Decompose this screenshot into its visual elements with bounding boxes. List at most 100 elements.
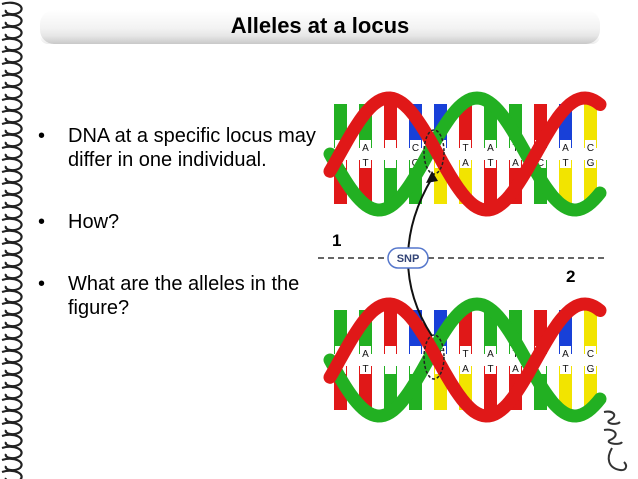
base-letter: A — [462, 364, 469, 375]
base-letter: T — [362, 364, 368, 375]
slide-title: Alleles at a locus — [230, 13, 410, 38]
spiral-coil — [1, 265, 23, 280]
bullet-list: • DNA at a specific locus may differ in … — [38, 124, 328, 320]
spiral-coil — [1, 1, 23, 16]
spiral-coil — [1, 49, 23, 64]
base-bar-bottom — [384, 366, 397, 410]
spiral-coil — [1, 193, 23, 208]
base-bar-bottom — [384, 160, 397, 204]
base-bar-top — [459, 310, 472, 354]
snp-circle-strand-1 — [423, 129, 445, 175]
base-bar-top — [459, 104, 472, 148]
base-letter: T — [562, 364, 568, 375]
base-bar-bottom — [484, 366, 497, 410]
base-label-bg — [560, 346, 571, 374]
spiral-coil — [1, 397, 23, 412]
base-letter: T — [462, 349, 468, 360]
spiral-coil — [1, 61, 23, 76]
base-bar-bottom — [559, 366, 572, 410]
backbone-green — [323, 297, 607, 423]
base-label-bg — [460, 346, 471, 374]
bullet-marker: • — [38, 125, 46, 147]
bullet-text: DNA at a specific locus may differ in on… — [68, 125, 316, 171]
base-bar-bottom — [559, 160, 572, 204]
base-label-bg — [360, 346, 371, 374]
spiral-coil — [1, 13, 23, 28]
base-label-bg — [410, 140, 421, 168]
spiral-coil — [1, 469, 23, 479]
strand-2-label: 2 — [566, 267, 575, 286]
base-letter: C — [587, 143, 594, 154]
bullet-item: • DNA at a specific locus may differ in … — [38, 124, 328, 172]
spiral-coil — [1, 205, 23, 220]
bullet-item: • What are the alleles in the figure? — [38, 272, 328, 320]
spiral-coil — [1, 433, 23, 448]
base-letter: A — [462, 158, 469, 169]
spiral-coil — [1, 169, 23, 184]
base-label-bg — [585, 346, 596, 374]
base-letter: A — [487, 143, 494, 154]
backbone-red — [323, 91, 607, 217]
base-letter: A — [562, 143, 569, 154]
spiral-coil — [1, 121, 23, 136]
base-bar-top — [384, 104, 397, 148]
base-label-bg — [360, 140, 371, 168]
base-letter: A — [512, 158, 519, 169]
snp-circle-strand-2 — [423, 334, 445, 380]
base-letter: T — [487, 158, 493, 169]
spiral-coil — [1, 229, 23, 244]
base-bar-top — [584, 104, 597, 148]
base-bar-bottom — [484, 160, 497, 204]
base-bar-top — [584, 310, 597, 354]
spiral-coil — [1, 25, 23, 40]
bullet-marker: • — [38, 273, 46, 295]
spiral-coil — [1, 97, 23, 112]
base-label-bg — [485, 140, 496, 168]
base-letter: G — [587, 364, 595, 375]
base-letter: T — [462, 143, 468, 154]
base-letter: C — [412, 143, 419, 154]
base-letter: T — [487, 364, 493, 375]
base-letter: A — [512, 364, 519, 375]
spiral-coil — [1, 313, 23, 328]
title-bar — [40, 10, 600, 44]
spiral-coil — [1, 385, 23, 400]
spiral-coil — [1, 349, 23, 364]
bullet-text: How? — [68, 211, 120, 233]
bullet-marker: • — [38, 211, 46, 233]
spiral-coil — [1, 157, 23, 172]
base-letter: G — [587, 158, 595, 169]
base-label-bg — [560, 140, 571, 168]
spiral-coil — [1, 325, 23, 340]
base-letter: T — [562, 158, 568, 169]
base-label-bg — [385, 346, 396, 374]
base-label-bg — [485, 346, 496, 374]
strand-1-label: 1 — [332, 231, 341, 250]
spiral-coil — [1, 445, 23, 460]
base-bar-top — [384, 310, 397, 354]
base-letter: A — [362, 349, 369, 360]
spiral-coil — [1, 109, 23, 124]
spiral-coil — [1, 409, 23, 424]
spiral-coil — [1, 37, 23, 52]
spiral-coil — [1, 361, 23, 376]
spiral-coil — [1, 253, 23, 268]
spiral-coil — [1, 457, 23, 472]
base-label-bg — [385, 140, 396, 168]
base-letter: A — [562, 349, 569, 360]
base-label-bg — [410, 346, 421, 374]
base-label-bg — [510, 346, 521, 374]
base-letter: C — [587, 349, 594, 360]
spiral-coil — [1, 217, 23, 232]
base-label-bg — [510, 140, 521, 168]
spiral-coil — [1, 73, 23, 88]
backbone-red — [323, 297, 607, 423]
calligraphy-logo-icon — [603, 410, 628, 472]
spiral-coil — [1, 301, 23, 316]
bullet-text: What are the alleles in the figure? — [68, 273, 300, 319]
base-letter: A — [362, 143, 369, 154]
base-letter: T — [362, 158, 368, 169]
base-letter: C — [537, 158, 544, 169]
